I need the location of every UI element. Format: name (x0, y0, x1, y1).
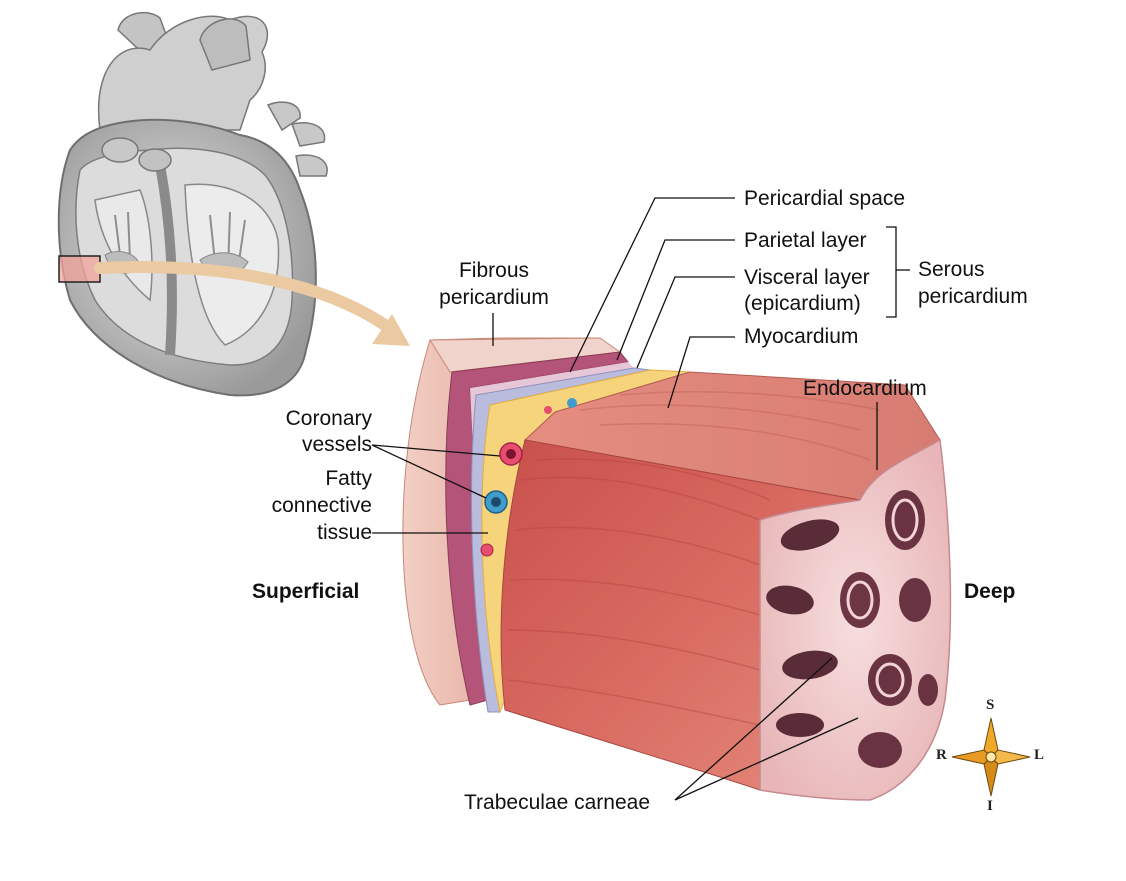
magnified-region-box (58, 255, 101, 283)
zoom-arrow-head (372, 314, 410, 346)
orientation-compass (951, 717, 1031, 797)
label-parietal-layer: Parietal layer (744, 229, 867, 252)
label-visceral-layer: Visceral layer (744, 266, 870, 289)
label-epicardium: (epicardium) (744, 292, 861, 315)
label-deep: Deep (964, 580, 1016, 603)
label-fatty-line3: tissue (317, 521, 372, 544)
label-pericardial-space: Pericardial space (744, 187, 906, 210)
heart-illustration (57, 11, 328, 397)
label-coronary-line1: Coronary (285, 407, 372, 430)
heart-wall-block (402, 337, 952, 801)
label-coronary-line2: vessels (301, 433, 372, 456)
leader-lines (371, 197, 910, 801)
compass-inferior: I (987, 798, 993, 814)
label-trabeculae-carneae: Trabeculae carneae (464, 791, 651, 814)
compass-left: L (1034, 747, 1045, 763)
zoom-arrow (94, 261, 398, 336)
compass-right: R (936, 747, 947, 763)
label-fibrous-line1: Fibrous (458, 259, 530, 282)
compass-superior: S (986, 697, 995, 713)
label-fibrous-line2: pericardium (439, 286, 549, 309)
label-fatty-line1: Fatty (325, 467, 372, 490)
label-serous-line2: pericardium (918, 285, 1028, 308)
label-endocardium: Endocardium (803, 377, 927, 400)
label-superficial: Superficial (252, 580, 360, 603)
label-serous-line1: Serous (918, 258, 985, 281)
label-myocardium: Myocardium (744, 325, 859, 348)
label-fatty-line2: connective (271, 494, 372, 517)
